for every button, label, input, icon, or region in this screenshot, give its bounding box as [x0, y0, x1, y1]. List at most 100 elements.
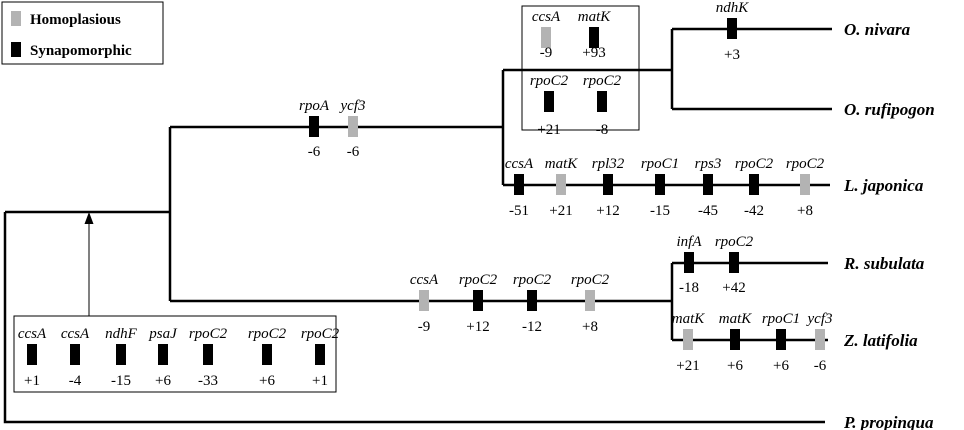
marker-gene-label: rpoC2 — [530, 73, 569, 89]
synapomorphic-marker-bar — [309, 116, 319, 137]
marker-value-label: +8 — [582, 319, 598, 335]
marker-gene-label: matK — [719, 311, 753, 327]
marker-matk: matK +93 — [578, 9, 612, 61]
marker-rpoc2: rpoC2-33 — [189, 326, 228, 389]
marker-ycf3: ycf3-6 — [339, 98, 366, 160]
marker-rpoa: rpoA-6 — [299, 98, 330, 160]
marker-ccsa: ccsA -51 — [505, 156, 534, 219]
marker-gene-label: matK — [578, 9, 612, 25]
marker-value-label: -18 — [679, 280, 699, 296]
marker-matk: matK +21 — [672, 311, 706, 374]
synapomorphic-marker-bar — [262, 344, 272, 365]
homoplasious-marker-bar — [541, 27, 551, 48]
marker-value-label: -42 — [744, 203, 764, 219]
marker-gene-label: rpoC2 — [786, 156, 825, 172]
taxon-o-nivara: O. nivara — [844, 20, 911, 39]
marker-value-label: -51 — [509, 203, 529, 219]
marker-rpoc2: rpoC2 -8 — [583, 73, 622, 138]
legend-swatch-homoplasious — [11, 11, 21, 26]
marker-gene-label: infA — [677, 234, 703, 250]
synapomorphic-marker-bar — [203, 344, 213, 365]
marker-value-label: +21 — [676, 358, 699, 374]
marker-gene-label: ndhK — [716, 0, 750, 16]
synapomorphic-marker-bar — [727, 18, 737, 39]
marker-value-label: -33 — [198, 373, 218, 389]
taxon-l-japonica: L. japonica — [843, 176, 924, 195]
marker-value-label: -45 — [698, 203, 718, 219]
marker-ccsa: ccsA-4 — [61, 326, 90, 389]
marker-value-label: +6 — [773, 358, 789, 374]
legend-frame — [1, 1, 164, 65]
marker-rpoc2: rpoC2 +12 — [459, 272, 498, 335]
marker-gene-label: ccsA — [532, 9, 561, 25]
marker-rpoc2: rpoC2 -42 — [735, 156, 774, 219]
tree-branches — [3, 27, 832, 424]
marker-gene-label: rpoC1 — [762, 311, 800, 327]
marker-value-label: +93 — [582, 45, 605, 61]
marker-value-label: +6 — [259, 373, 275, 389]
marker-gene-label: rpoC2 — [459, 272, 498, 288]
marker-ccsa: ccsA -9 — [532, 9, 561, 61]
taxon-labels: O. nivara O. rufipogon L. japonica R. su… — [843, 20, 935, 430]
synapomorphic-marker-bar — [703, 174, 713, 195]
synapomorphic-marker-bar — [514, 174, 524, 195]
marker-gene-label: rpoC2 — [513, 272, 552, 288]
synapomorphic-marker-bar — [544, 91, 554, 112]
marker-value-label: +8 — [797, 203, 813, 219]
marker-value-label: +6 — [155, 373, 171, 389]
synapomorphic-marker-bar — [116, 344, 126, 365]
marker-rpoc2: rpoC2 +8 — [786, 156, 825, 219]
synapomorphic-marker-bar — [776, 329, 786, 350]
marker-value-label: +12 — [466, 319, 489, 335]
homoplasious-marker-bar — [815, 329, 825, 350]
marker-rpl32: rpl32 +12 — [592, 156, 625, 219]
root-marker-box — [13, 315, 337, 393]
synapomorphic-marker-bar — [684, 252, 694, 273]
marker-value-label: +1 — [312, 373, 328, 389]
homoplasious-marker-bar — [419, 290, 429, 311]
marker-gene-label: matK — [672, 311, 706, 327]
marker-rpoc2: rpoC2 +6 — [248, 326, 287, 389]
marker-gene-label: rpl32 — [592, 156, 625, 172]
marker-value-label: -8 — [596, 122, 609, 138]
marker-rpoc2: rpoC2+42 — [715, 234, 754, 296]
synapomorphic-marker-bar — [589, 27, 599, 48]
legend: Homoplasious Synapomorphic — [1, 1, 164, 65]
marker-value-label: -9 — [418, 319, 431, 335]
marker-gene-label: ccsA — [18, 326, 47, 342]
marker-value-label: -15 — [650, 203, 670, 219]
marker-rpoc2: rpoC2 -12 — [513, 272, 552, 335]
marker-gene-label: rpoC1 — [641, 156, 679, 172]
marker-gene-label: ccsA — [505, 156, 534, 172]
marker-value-label: +12 — [596, 203, 619, 219]
synapomorphic-marker-bar — [730, 329, 740, 350]
marker-gene-label: psaJ — [148, 326, 178, 342]
marker-gene-label: rpoC2 — [248, 326, 287, 342]
marker-value-label: -12 — [522, 319, 542, 335]
synapomorphic-marker-bar — [27, 344, 37, 365]
marker-gene-label: rpoC2 — [735, 156, 774, 172]
marker-matk: matK+21 — [545, 156, 579, 219]
marker-gene-label: rpoA — [299, 98, 330, 114]
marker-gene-label: rpoC2 — [301, 326, 340, 342]
marker-value-label: +21 — [537, 122, 560, 138]
marker-rps3: rps3 -45 — [695, 156, 722, 219]
marker-value-label: +21 — [549, 203, 572, 219]
marker-ndhf: ndhF-15 — [105, 326, 138, 389]
marker-value-label: +3 — [724, 47, 740, 63]
marker-gene-label: rpoC2 — [583, 73, 622, 89]
marker-value-label: -4 — [69, 373, 82, 389]
synapomorphic-marker-bar — [315, 344, 325, 365]
homoplasious-marker-bar — [556, 174, 566, 195]
synapomorphic-marker-bar — [70, 344, 80, 365]
marker-value-label: -6 — [814, 358, 827, 374]
taxon-p-propinqua: P. propinqua — [843, 413, 934, 430]
marker-gene-label: ycf3 — [806, 311, 833, 327]
taxon-r-subulata: R. subulata — [843, 254, 925, 273]
marker-gene-label: ndhF — [105, 326, 138, 342]
taxon-z-latifolia: Z. latifolia — [843, 331, 918, 350]
synapomorphic-marker-bar — [603, 174, 613, 195]
marker-gene-label: rps3 — [695, 156, 722, 172]
branch-root-propinqua — [3, 212, 825, 424]
marker-value-label: -9 — [540, 45, 553, 61]
